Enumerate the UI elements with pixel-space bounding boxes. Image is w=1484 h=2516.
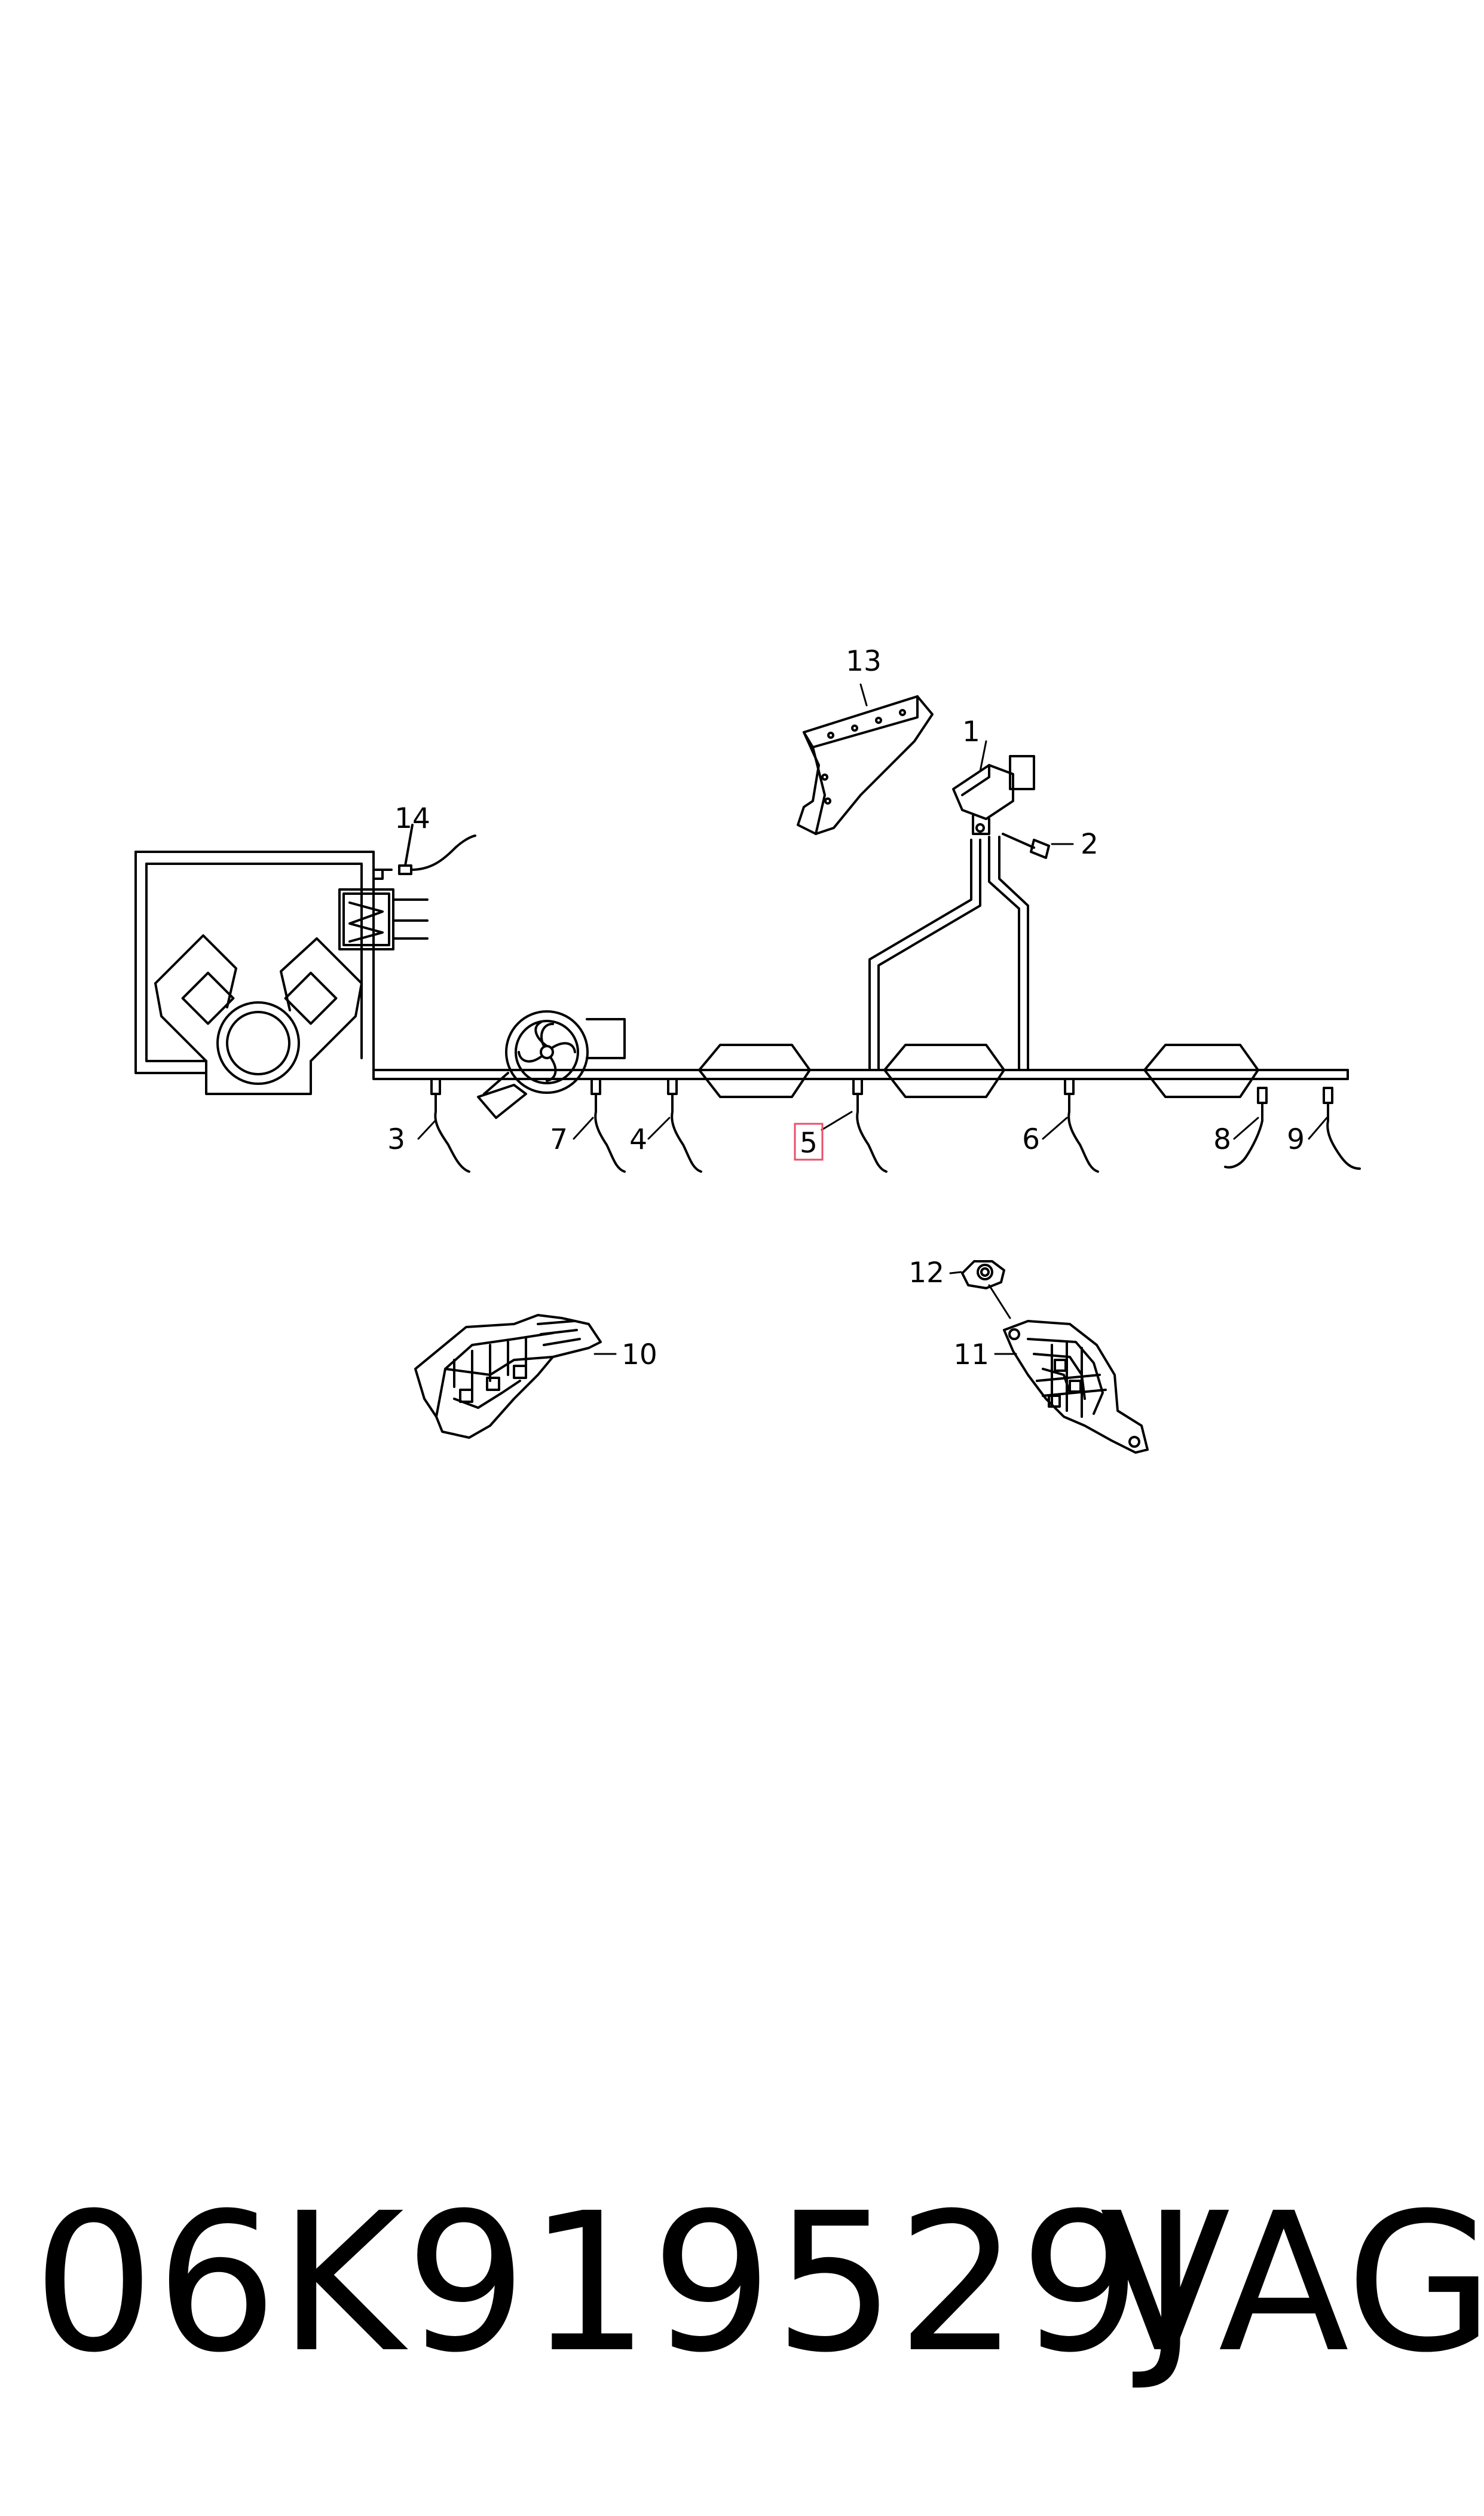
callout-8: 8 xyxy=(1213,1123,1231,1156)
pressure-pipes xyxy=(868,836,1029,1071)
callout-12: 12 xyxy=(908,1257,944,1289)
bolt xyxy=(1002,833,1050,859)
part-number: 06K919529J xyxy=(33,2172,1200,2395)
catalytic-converter-1 xyxy=(698,1044,811,1098)
engine-block xyxy=(154,934,363,1095)
pressure-sensor xyxy=(952,755,1035,835)
sensor-lead-6 xyxy=(1064,1078,1099,1173)
callout-9: 9 xyxy=(1287,1123,1305,1156)
callout-3: 3 xyxy=(387,1123,405,1156)
callout-14: 14 xyxy=(394,802,430,835)
engine-bay-frame xyxy=(134,851,1349,1080)
callout-5: 5 xyxy=(800,1127,818,1160)
wiring-bracket-11 xyxy=(1003,1320,1149,1454)
heat-shield xyxy=(797,695,934,835)
callout-2: 2 xyxy=(1081,828,1099,861)
callout-13: 13 xyxy=(846,645,882,678)
wiring-bracket-10 xyxy=(414,1314,602,1439)
sensor-lead-3 xyxy=(430,1078,470,1173)
callout-11: 11 xyxy=(953,1338,989,1371)
clip-12 xyxy=(961,1260,1005,1289)
leader-lines xyxy=(417,683,1328,1355)
sensor-14 xyxy=(398,824,476,875)
heat-exchanger xyxy=(338,851,429,950)
sensor-lead-4 xyxy=(667,1078,702,1173)
callout-5-highlight xyxy=(794,1123,824,1161)
sensor-lead-5 xyxy=(852,1078,888,1173)
catalytic-converter-2 xyxy=(883,1044,1005,1098)
sensor-lead-7 xyxy=(590,1078,626,1173)
sensor-lead-9 xyxy=(1323,1087,1361,1170)
callout-7: 7 xyxy=(550,1123,568,1156)
catalytic-converter-3 xyxy=(1143,1044,1259,1098)
callout-4: 4 xyxy=(629,1123,647,1156)
sensor-lead-8 xyxy=(1224,1087,1268,1169)
callout-1: 1 xyxy=(962,716,980,748)
turbocharger xyxy=(477,1010,626,1119)
callout-10: 10 xyxy=(622,1338,657,1371)
brand-label: VAG xyxy=(1100,2172,1484,2395)
callout-6: 6 xyxy=(1022,1123,1040,1156)
